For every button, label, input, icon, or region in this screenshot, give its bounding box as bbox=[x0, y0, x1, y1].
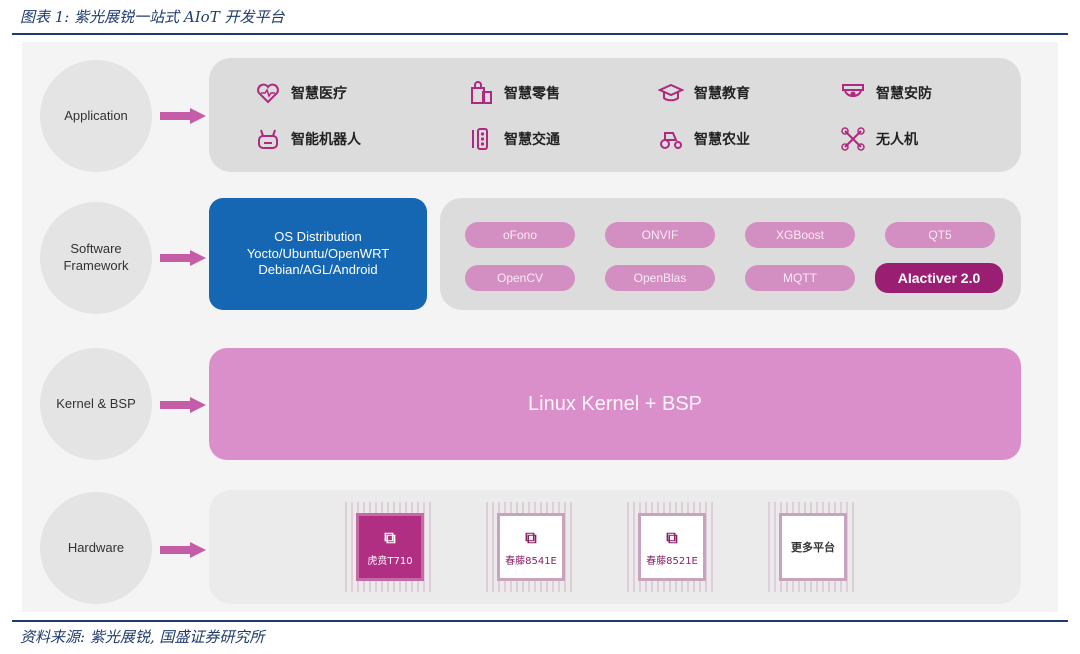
framework-aiactiver: AIactiver 2.0 bbox=[875, 263, 1003, 293]
layer-application-label: Application bbox=[64, 107, 128, 123]
app-smart-agriculture: 智慧农业 bbox=[658, 126, 750, 152]
framework-opencv: OpenCV bbox=[465, 265, 575, 291]
app-label: 智慧安防 bbox=[876, 86, 932, 102]
camera-icon bbox=[842, 84, 864, 97]
chip-label: 春藤8521E bbox=[646, 555, 698, 567]
layer-hardware-label: Hardware bbox=[67, 539, 125, 555]
app-smart-retail: 智慧零售 bbox=[468, 80, 560, 106]
framework-xgboost: XGBoost bbox=[745, 222, 855, 248]
app-smart-security: 智慧安防 bbox=[840, 80, 932, 106]
arrow-hardware bbox=[160, 542, 206, 558]
app-smart-robot: 智能机器人 bbox=[255, 126, 361, 152]
graduation-cap-icon bbox=[658, 83, 684, 102]
caption-rule bbox=[12, 33, 1068, 35]
chip-8521e: ⧉ 春藤8521E bbox=[638, 513, 706, 581]
app-label: 智慧农业 bbox=[694, 132, 750, 148]
chip-icon: ⧉ bbox=[384, 527, 396, 547]
chip-8541e: ⧉ 春藤8541E bbox=[497, 513, 565, 581]
app-drone: 无人机 bbox=[840, 126, 918, 152]
robot-icon bbox=[258, 129, 278, 149]
layer-software-label: Software Framework bbox=[63, 241, 129, 273]
app-smart-traffic: 智慧交通 bbox=[468, 126, 560, 152]
hardware-box bbox=[209, 490, 1021, 604]
layer-kernel-label: Kernel & BSP bbox=[56, 395, 136, 411]
application-box bbox=[209, 58, 1021, 172]
layer-kernel: Kernel & BSP bbox=[40, 348, 152, 460]
chip-more-platforms: 更多平台 bbox=[779, 513, 847, 581]
figure-caption: 图表 1: 紫光展锐一站式 AIoT 开发平台 bbox=[20, 8, 285, 26]
os-distribution-box: OS Distribution Yocto/Ubuntu/OpenWRT Deb… bbox=[209, 198, 427, 310]
app-label: 智慧零售 bbox=[504, 86, 560, 102]
heart-icon bbox=[257, 83, 279, 104]
framework-openblas: OpenBlas bbox=[605, 265, 715, 291]
os-distribution-list-1: Yocto/Ubuntu/OpenWRT bbox=[246, 245, 390, 261]
shopping-bag-icon bbox=[471, 81, 492, 104]
app-label: 无人机 bbox=[876, 132, 918, 148]
framework-box bbox=[440, 198, 1021, 310]
chip-t710: ⧉ 虎贲T710 bbox=[356, 513, 424, 581]
framework-mqtt: MQTT bbox=[745, 265, 855, 291]
app-label: 智慧医疗 bbox=[291, 86, 347, 102]
app-smart-medical: 智慧医疗 bbox=[255, 80, 347, 106]
kernel-bsp-box: Linux Kernel + BSP bbox=[209, 348, 1021, 460]
arrow-software bbox=[160, 250, 206, 266]
layer-application: Application bbox=[40, 60, 152, 172]
chip-label: 春藤8541E bbox=[505, 555, 557, 567]
chip-icon: ⧉ bbox=[525, 527, 537, 547]
layer-hardware: Hardware bbox=[40, 492, 152, 604]
chip-label: 更多平台 bbox=[791, 541, 835, 554]
arrow-kernel bbox=[160, 397, 206, 413]
framework-qt5: QT5 bbox=[885, 222, 995, 248]
chip-label: 虎贲T710 bbox=[367, 555, 413, 567]
app-label: 智慧交通 bbox=[504, 132, 560, 148]
drone-icon bbox=[841, 127, 865, 151]
os-distribution-list-2: Debian/AGL/Android bbox=[258, 262, 378, 278]
os-distribution-title: OS Distribution bbox=[274, 228, 362, 244]
app-label: 智能机器人 bbox=[291, 132, 361, 148]
app-label: 智慧教育 bbox=[694, 86, 750, 102]
source-rule bbox=[12, 620, 1068, 622]
chip-icon: ⧉ bbox=[666, 527, 678, 547]
traffic-light-icon bbox=[472, 128, 488, 150]
arrow-application bbox=[160, 108, 206, 124]
layer-software: Software Framework bbox=[40, 202, 152, 314]
framework-onvif: ONVIF bbox=[605, 222, 715, 248]
source-note: 资料来源: 紫光展锐, 国盛证券研究所 bbox=[20, 628, 265, 646]
tractor-icon bbox=[660, 132, 682, 149]
framework-ofono: oFono bbox=[465, 222, 575, 248]
app-smart-education: 智慧教育 bbox=[658, 80, 750, 106]
